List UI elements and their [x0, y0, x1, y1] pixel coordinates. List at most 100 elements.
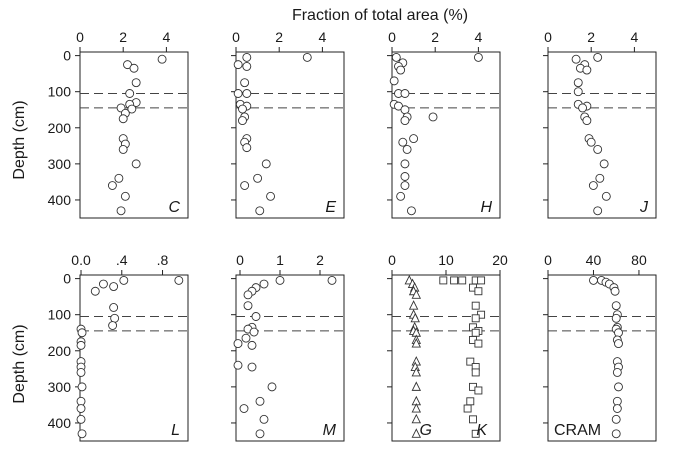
data-point-circle: [400, 159, 410, 169]
x-tick-label: 4: [163, 29, 171, 45]
data-point-square: [469, 415, 477, 424]
data-point-circle: [593, 144, 603, 154]
x-tick-label: 0: [544, 29, 552, 45]
data-point-square: [466, 397, 475, 406]
panel-label: C: [168, 199, 180, 216]
data-point-circle: [255, 396, 265, 406]
data-point-circle: [238, 104, 247, 114]
data-point-triangle: [411, 413, 422, 424]
data-point-triangle: [411, 338, 422, 348]
data-point-circle: [76, 414, 86, 424]
data-point-triangle: [408, 300, 419, 310]
data-point-circle: [398, 137, 408, 147]
data-point-square: [474, 287, 483, 296]
data-point-circle: [109, 282, 119, 291]
x-tick-label: 80: [631, 252, 647, 268]
data-point-circle: [77, 429, 87, 439]
data-point-triangle: [411, 381, 422, 391]
figure-title: Fraction of total area (%): [292, 7, 468, 24]
data-point-circle: [409, 134, 419, 144]
data-point-circle: [77, 328, 87, 338]
data-point-circle: [76, 367, 86, 377]
panel-label: J: [639, 199, 649, 216]
panel-label: L: [171, 422, 180, 439]
panel-frame: [79, 51, 189, 219]
data-point-circle: [601, 191, 611, 201]
y-tick-label: 100: [48, 307, 72, 323]
x-tick-label: 0: [388, 252, 396, 268]
data-point-circle: [242, 52, 252, 62]
x-tick-label: 2: [316, 252, 324, 268]
panel-frame: [547, 51, 657, 219]
data-point-circle: [109, 303, 119, 312]
data-point-circle: [400, 105, 410, 115]
data-point-circle: [400, 89, 410, 98]
panel-label: H: [480, 199, 492, 216]
data-point-circle: [114, 173, 124, 183]
data-point-square: [471, 429, 480, 438]
data-point-circle: [127, 104, 137, 114]
data-point-square: [474, 339, 483, 348]
data-point-square: [466, 357, 475, 366]
data-point-circle: [238, 116, 247, 126]
data-point-circle: [611, 301, 621, 311]
data-point-circle: [131, 78, 141, 88]
x-tick-label: 4: [319, 29, 327, 45]
data-point-circle: [259, 414, 269, 424]
x-tick-label: 10: [438, 252, 454, 268]
data-point-square: [458, 276, 467, 285]
data-point-circle: [266, 191, 276, 201]
data-point-square: [439, 276, 448, 285]
data-point-circle: [261, 159, 271, 169]
data-point-circle: [611, 429, 621, 439]
data-point-triangle: [411, 366, 422, 377]
data-point-circle: [77, 382, 87, 392]
data-point-circle: [611, 414, 621, 424]
panel-frame: [79, 274, 189, 442]
data-point-circle: [267, 382, 277, 392]
data-point-circle: [131, 159, 141, 169]
data-point-circle: [406, 206, 416, 216]
data-point-circle: [612, 404, 622, 413]
data-point-circle: [255, 429, 265, 439]
data-point-circle: [118, 114, 128, 124]
data-point-circle: [573, 87, 583, 97]
data-point-square: [471, 368, 480, 377]
data-point-circle: [249, 327, 259, 337]
y-tick-label: 100: [48, 84, 72, 100]
data-point-circle: [233, 360, 243, 370]
data-point-circle: [599, 159, 609, 169]
panel-frame: [235, 51, 345, 219]
data-point-triangle: [411, 403, 422, 413]
x-tick-label: 2: [275, 29, 283, 45]
y-tick-label: 200: [48, 120, 72, 136]
data-point-triangle: [411, 428, 422, 438]
data-point-square: [474, 386, 483, 395]
panel-label: M: [323, 422, 337, 439]
y-tick-label: 400: [48, 415, 72, 431]
data-point-square: [477, 276, 486, 285]
data-point-circle: [116, 206, 126, 216]
data-point-circle: [120, 191, 130, 201]
y-tick-label: 0: [63, 48, 71, 64]
data-point-circle: [582, 116, 592, 126]
data-point-circle: [233, 339, 243, 349]
y-axis-label-top: Depth (cm): [11, 100, 28, 179]
x-tick-label: 0: [236, 252, 244, 268]
data-point-circle: [275, 275, 285, 285]
data-point-circle: [302, 52, 312, 62]
data-point-circle: [243, 290, 253, 300]
data-point-circle: [233, 60, 243, 70]
data-point-circle: [247, 340, 257, 350]
data-point-triangle: [411, 289, 422, 299]
data-point-circle: [612, 367, 622, 377]
data-point-circle: [251, 312, 261, 321]
data-point-circle: [107, 181, 117, 190]
x-tick-label: 0: [76, 29, 84, 45]
